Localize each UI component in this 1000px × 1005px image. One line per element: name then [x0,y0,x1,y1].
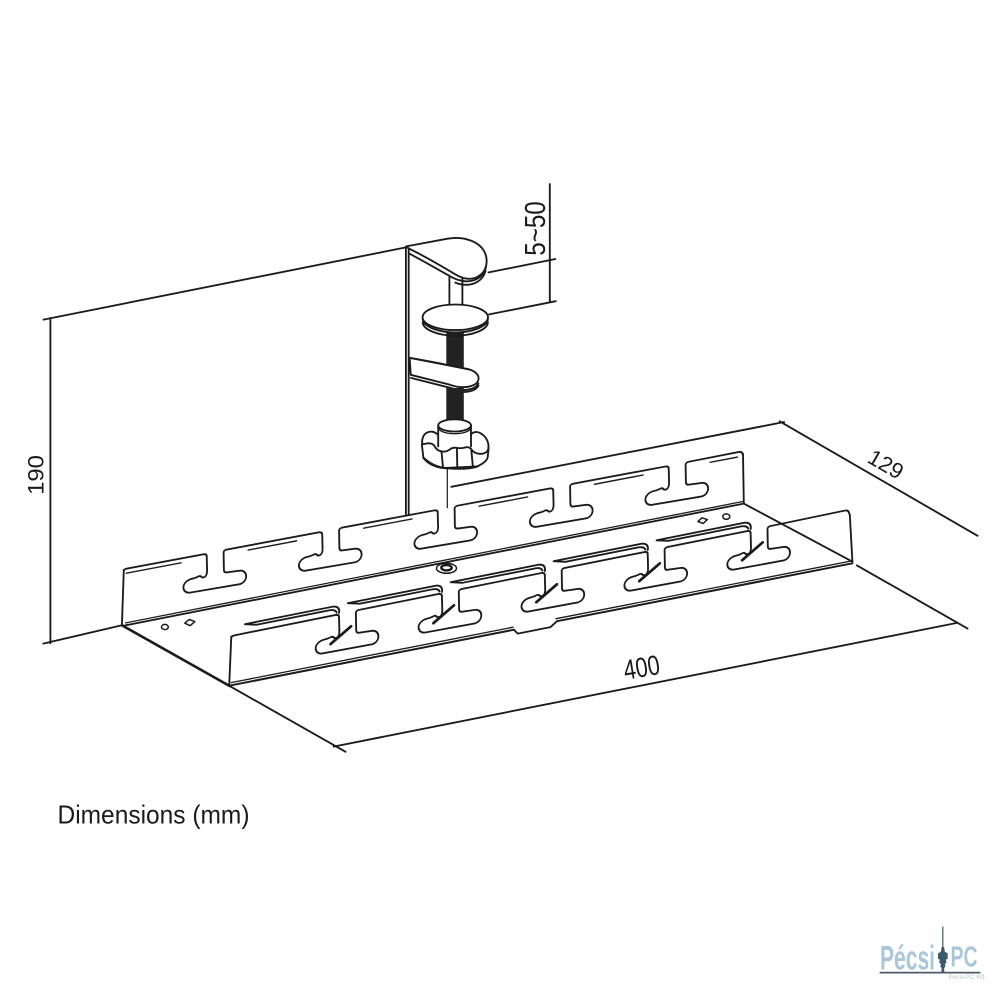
svg-text:5~50: 5~50 [519,201,551,256]
svg-text:400: 400 [621,650,662,687]
svg-text:190: 190 [23,455,48,495]
svg-text:Pécsi PC Kft.: Pécsi PC Kft. [949,974,987,981]
svg-text:PC: PC [951,942,978,974]
svg-text:Pécsi: Pécsi [880,940,935,978]
svg-text:Dimensions (mm): Dimensions (mm) [58,800,250,830]
